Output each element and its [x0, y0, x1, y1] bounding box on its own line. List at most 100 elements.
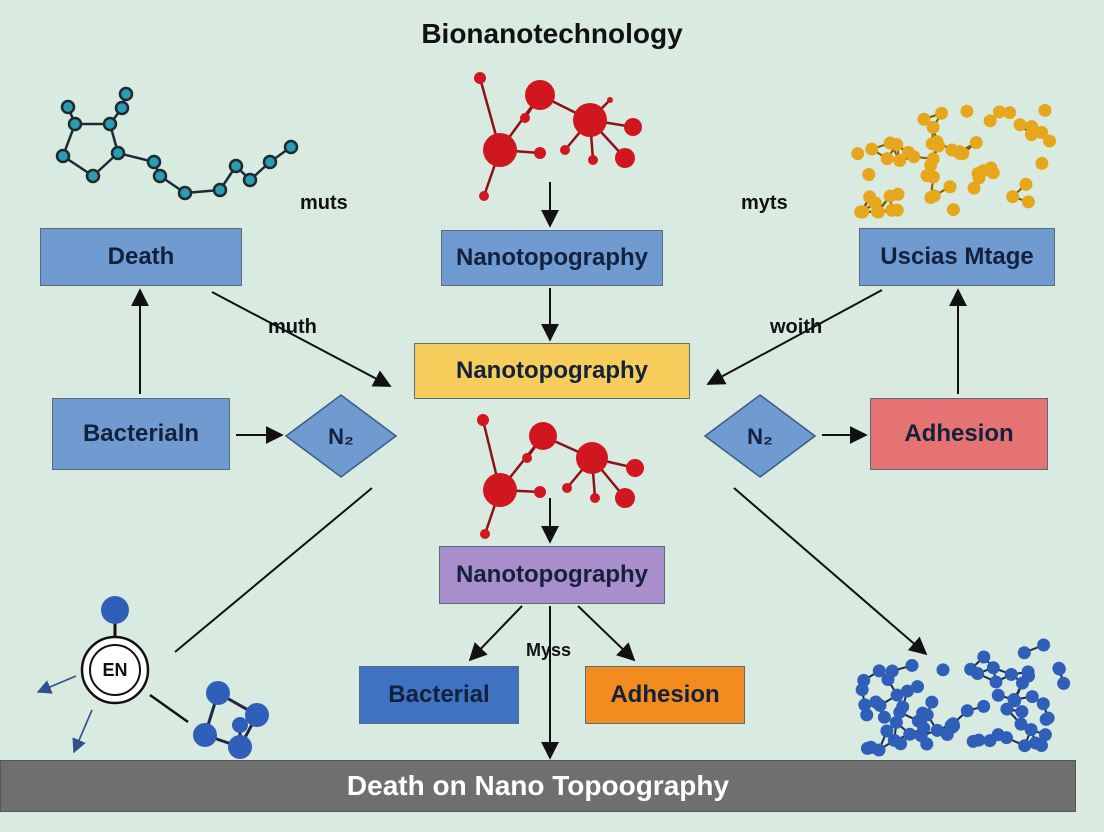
molecule-atom — [992, 105, 1006, 119]
molecule-atom — [983, 734, 997, 748]
arrow-purple-to-bacterial — [468, 605, 523, 662]
molecule-atom — [900, 684, 914, 698]
molecule-atom — [943, 180, 957, 194]
box-uscias-mtage: Uscias Mtage — [859, 228, 1055, 286]
molecule-atom — [977, 699, 991, 713]
molecule-atom — [1036, 697, 1050, 711]
molecule-atom — [905, 658, 919, 672]
molecule-atom — [869, 695, 883, 709]
molecule-atom — [1043, 134, 1057, 148]
arrow-to-blue-cluster — [733, 487, 928, 656]
molecule-atom — [880, 724, 894, 738]
en-node-label: EN — [102, 660, 128, 680]
molecule-atom — [969, 136, 983, 150]
molecule-atom — [946, 203, 960, 217]
red-molecule-middle — [477, 414, 644, 539]
arrow-death-to-center — [211, 291, 392, 387]
molecule-atom — [877, 710, 891, 724]
teal-molecule — [55, 86, 299, 201]
molecule-atom — [1019, 177, 1033, 191]
arrow-uscias-to-center — [706, 289, 883, 385]
molecule-atom — [945, 720, 959, 734]
molecule-atom — [872, 664, 886, 678]
molecule-atom — [1014, 717, 1028, 731]
arrow-en-left — [36, 675, 77, 694]
box-adhesion-bottom: Adhesion — [585, 666, 745, 724]
molecule-atom — [930, 723, 944, 737]
molecule-atom — [901, 145, 915, 159]
molecule-atom — [1038, 728, 1052, 742]
molecule-atom — [889, 715, 903, 729]
molecule-atom — [880, 152, 894, 166]
box-bacterial-bottom: Bacterial — [359, 666, 519, 724]
molecule-atom — [858, 698, 872, 712]
molecule-atom — [893, 154, 907, 167]
molecule-atom — [972, 733, 986, 747]
molecule-atom — [920, 708, 934, 722]
gold-molecule-cluster — [851, 103, 1057, 219]
molecule-atom — [1018, 739, 1032, 753]
molecule-atom — [999, 731, 1013, 745]
molecule-atom — [1035, 125, 1049, 139]
molecule-atom — [896, 700, 910, 714]
molecule-atom — [865, 142, 879, 156]
molecule-atom — [1024, 723, 1038, 737]
molecule-atom — [977, 650, 991, 664]
molecule-atom — [967, 181, 981, 195]
molecule-atom — [1008, 694, 1022, 708]
molecule-atom — [883, 189, 897, 203]
box-bacterialn: Bacterialn — [52, 398, 230, 470]
molecule-atom — [1004, 667, 1018, 681]
box-adhesion-right: Adhesion — [870, 398, 1048, 470]
molecule-atom — [953, 146, 967, 160]
diagram-title: Bionanotechnology — [421, 18, 683, 49]
molecule-atom — [917, 721, 931, 735]
line-diamond-to-en — [174, 487, 373, 653]
molecule-atom — [920, 737, 934, 751]
molecule-atom — [983, 114, 997, 128]
molecule-atom — [1028, 736, 1042, 750]
molecule-atom — [935, 106, 949, 120]
molecule-atom — [863, 190, 877, 204]
molecule-atom — [1015, 705, 1029, 719]
molecule-atom — [862, 167, 876, 181]
molecule-atom — [971, 666, 985, 680]
molecule-atom — [1021, 665, 1035, 679]
molecule-atom — [1003, 106, 1017, 120]
molecule-atom — [855, 683, 869, 697]
molecule-atom — [991, 688, 1005, 702]
molecule-atom — [926, 170, 940, 184]
diamond-right-label: N₂ — [747, 424, 773, 449]
diamond-right-shape — [703, 394, 817, 478]
footer-banner: Death on Nano Topoography — [0, 760, 1076, 812]
molecule-atom — [887, 733, 901, 747]
molecule-atom — [854, 205, 868, 219]
red-molecule-top — [474, 72, 642, 201]
molecule-atom — [1052, 662, 1066, 676]
molecule-atom — [986, 661, 1000, 675]
label-myts: myts — [741, 192, 788, 214]
diamond-left-label: N₂ — [328, 424, 354, 449]
arrow-purple-to-adhesion — [577, 605, 636, 662]
molecule-atom — [1057, 676, 1071, 690]
molecule-atom — [1038, 103, 1052, 117]
diamond-left-shape — [284, 394, 398, 478]
box-death: Death — [40, 228, 242, 286]
molecule-atom — [931, 139, 945, 153]
box-nanotopography-center: Nanotopography — [414, 343, 690, 399]
molecule-atom — [1021, 195, 1035, 209]
molecule-atom — [927, 189, 941, 203]
molecule-atom — [890, 203, 904, 217]
blue-molecule-cluster — [855, 638, 1071, 757]
molecule-atom — [960, 104, 974, 118]
molecule-atom — [960, 704, 974, 718]
label-myss: Myss — [526, 640, 572, 660]
molecule-atom — [1037, 638, 1051, 652]
molecule-atom — [1035, 156, 1049, 170]
molecule-atom — [926, 152, 940, 166]
molecule-atom — [1016, 676, 1030, 690]
molecule-atom — [989, 675, 1003, 689]
molecule-atom — [851, 147, 865, 161]
